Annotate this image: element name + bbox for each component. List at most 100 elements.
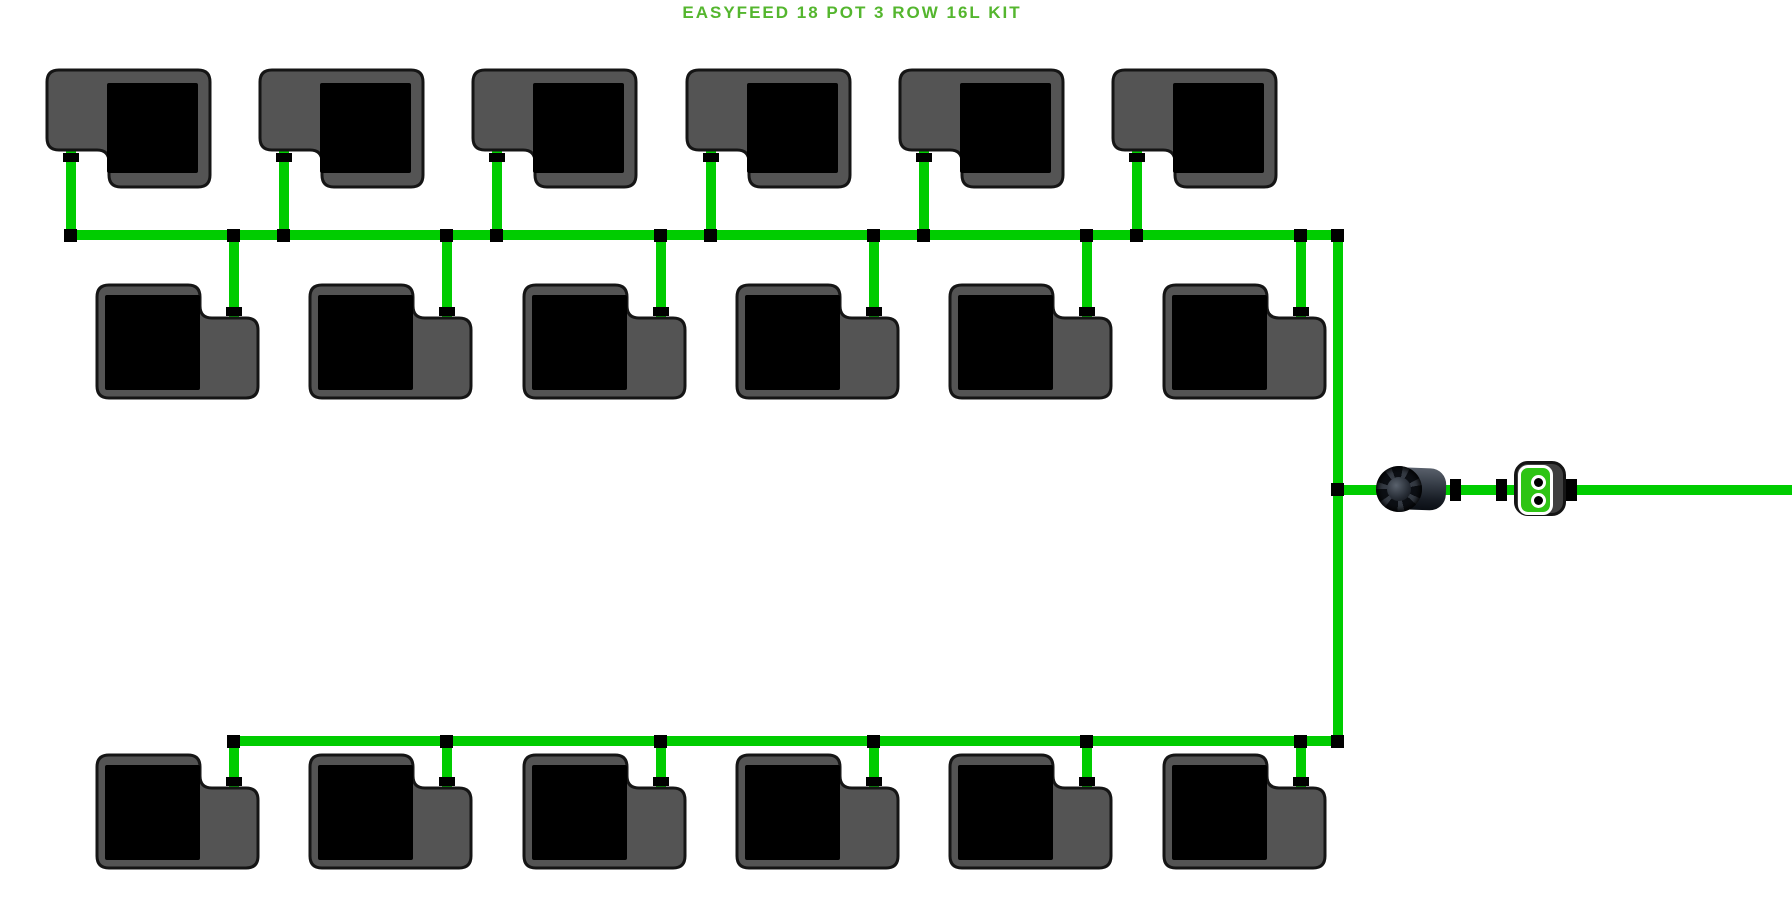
tube-segment	[919, 148, 929, 230]
pot-row1-col2	[258, 68, 425, 189]
tube-clamp	[703, 153, 719, 162]
pot-opening	[107, 83, 198, 173]
pot-opening	[105, 765, 200, 860]
plug-port	[1531, 493, 1546, 508]
tee-connector	[1080, 735, 1093, 748]
tube-clamp	[1079, 777, 1095, 786]
tube-segment	[1082, 746, 1092, 788]
tube-segment	[1132, 148, 1142, 230]
pot-opening	[532, 765, 627, 860]
tee-connector	[1294, 229, 1307, 242]
tee-connector	[1130, 229, 1143, 242]
pot-opening	[532, 295, 627, 390]
tube-segment	[706, 148, 716, 230]
tube-segment	[66, 148, 76, 230]
tube-clamp	[63, 153, 79, 162]
tee-connector	[1331, 483, 1344, 496]
tube-clamp	[226, 307, 242, 316]
tee-connector	[1294, 735, 1307, 748]
tube-clamp	[1129, 153, 1145, 162]
tube-clamp	[1293, 777, 1309, 786]
tube-clamp	[489, 153, 505, 162]
tube-clamp	[1079, 307, 1095, 316]
pump-impeller-icon	[1376, 466, 1422, 512]
pump-hub	[1387, 477, 1411, 501]
tee-connector	[1566, 479, 1577, 501]
pot-row3-col5	[948, 753, 1113, 870]
tube-segment	[442, 240, 452, 318]
pot-row3-col1	[95, 753, 260, 870]
pot-row2-col1	[95, 283, 260, 400]
tube-segment	[869, 746, 879, 788]
pot-row1-col3	[471, 68, 638, 189]
tube-segment	[656, 746, 666, 788]
tee-connector	[704, 229, 717, 242]
tee-connector	[490, 229, 503, 242]
tube-segment	[1082, 240, 1092, 318]
tube-clamp	[653, 307, 669, 316]
pot-opening	[1172, 765, 1267, 860]
tee-connector	[277, 229, 290, 242]
tube-clamp	[653, 777, 669, 786]
tube-segment	[656, 240, 666, 318]
tube-clamp	[866, 307, 882, 316]
tube-clamp	[276, 153, 292, 162]
tee-connector	[227, 735, 240, 748]
pot-opening	[533, 83, 624, 173]
pot-opening	[320, 83, 411, 173]
tee-connector	[654, 229, 667, 242]
pot-opening	[318, 765, 413, 860]
tube-segment	[1296, 746, 1306, 788]
pot-opening	[960, 83, 1051, 173]
pot-row3-col4	[735, 753, 900, 870]
tube-segment	[228, 736, 1343, 746]
pot-row2-col2	[308, 283, 473, 400]
pot-opening	[958, 765, 1053, 860]
pot-opening	[958, 295, 1053, 390]
tee-connector	[440, 229, 453, 242]
tube-segment	[229, 240, 239, 318]
plug-port	[1531, 475, 1546, 490]
pot-row1-col6	[1111, 68, 1278, 189]
tee-connector	[1496, 479, 1507, 501]
tee-connector	[654, 735, 667, 748]
tube-clamp	[439, 777, 455, 786]
pot-row2-col5	[948, 283, 1113, 400]
pot-row3-col6	[1162, 753, 1327, 870]
pot-opening	[745, 765, 840, 860]
tube-clamp	[226, 777, 242, 786]
tube-segment	[442, 746, 452, 788]
pot-opening	[1172, 295, 1267, 390]
pot-row3-col3	[522, 753, 687, 870]
pot-opening	[318, 295, 413, 390]
tee-connector	[867, 229, 880, 242]
tube-clamp	[1293, 307, 1309, 316]
tube-segment	[279, 148, 289, 230]
easyfeed-two-port-plug-icon	[1514, 461, 1566, 516]
tube-clamp	[439, 307, 455, 316]
tee-connector	[64, 229, 77, 242]
tee-connector	[227, 229, 240, 242]
tee-connector	[1080, 229, 1093, 242]
tee-connector	[440, 735, 453, 748]
pot-row2-col4	[735, 283, 900, 400]
tube-segment	[869, 240, 879, 318]
pot-row1-col4	[685, 68, 852, 189]
diagram-title: EASYFEED 18 POT 3 ROW 16L KIT	[682, 3, 1022, 22]
tee-connector	[1450, 479, 1461, 501]
pot-opening	[105, 295, 200, 390]
pot-row1-col1	[45, 68, 212, 189]
pot-opening	[1173, 83, 1264, 173]
pot-opening	[745, 295, 840, 390]
pot-row1-col5	[898, 68, 1065, 189]
tube-clamp	[916, 153, 932, 162]
tee-connector	[1331, 735, 1344, 748]
tube-clamp	[866, 777, 882, 786]
pot-row2-col3	[522, 283, 687, 400]
tee-connector	[917, 229, 930, 242]
tube-segment	[229, 746, 239, 788]
pot-row2-col6	[1162, 283, 1327, 400]
tube-segment	[1296, 240, 1306, 318]
